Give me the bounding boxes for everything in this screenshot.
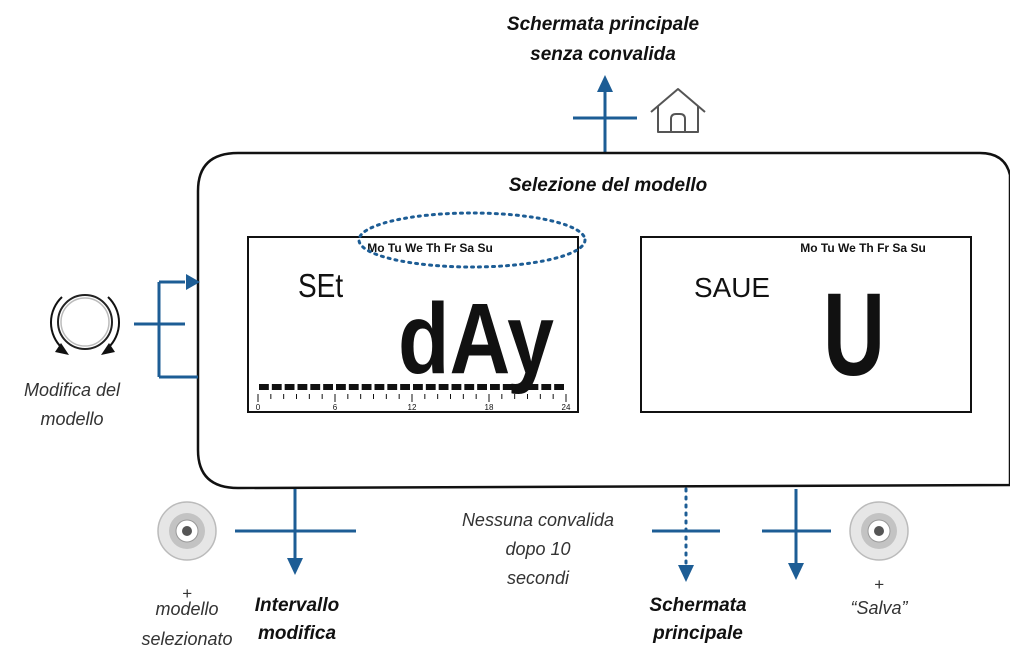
timeline-tick-label: 24 bbox=[562, 403, 571, 412]
timeline-tick-label: 12 bbox=[408, 403, 417, 412]
timeline bbox=[257, 384, 567, 402]
timeout-note-line2: dopo 10 bbox=[505, 539, 570, 559]
timeline-segment bbox=[271, 384, 282, 390]
right-big-text: U bbox=[823, 269, 885, 401]
left-small-text: SEt bbox=[298, 267, 343, 305]
rotary-knob-icon[interactable] bbox=[49, 294, 121, 355]
timeline-segment bbox=[361, 384, 372, 390]
panel-title: Selezione del modello bbox=[509, 175, 708, 196]
timeout-arrow bbox=[652, 487, 720, 582]
knob-label-line1: Modifica del bbox=[24, 380, 121, 400]
bottom-right-plus: + bbox=[874, 575, 884, 594]
timeline-tick-label: 18 bbox=[485, 403, 494, 412]
timeline-segment bbox=[348, 384, 359, 390]
right-lcd-display: Mo Tu We Th Fr Sa Su SAUE U bbox=[640, 236, 972, 413]
timeline-segment bbox=[438, 384, 449, 390]
home-icon bbox=[650, 88, 706, 133]
timeline-segment bbox=[554, 384, 564, 390]
timeline-segment bbox=[336, 384, 346, 390]
right-days: Mo Tu We Th Fr Sa Su bbox=[800, 241, 926, 255]
knob-label-line2: modello bbox=[40, 409, 103, 429]
timeline-segment bbox=[413, 384, 423, 390]
timeline-segment bbox=[502, 384, 513, 390]
timeline-segment bbox=[515, 384, 526, 390]
timeline-tick-labels: 0 6 12 18 24 bbox=[256, 403, 571, 412]
bottom-right-label: “Salva” bbox=[850, 598, 908, 618]
top-title-line2: senza convalida bbox=[530, 44, 676, 65]
timeline-tick-label: 6 bbox=[333, 403, 338, 412]
timeline-segment bbox=[464, 384, 475, 390]
bottom-left-target-line1: Intervallo bbox=[255, 595, 339, 616]
knob-arrow bbox=[134, 274, 200, 379]
bottom-left-arrow bbox=[235, 489, 356, 575]
bottom-left-label-line1: modello bbox=[155, 599, 218, 619]
bottom-middle-target-line2: principale bbox=[652, 623, 743, 644]
bottom-left-label-line2: selezionato bbox=[141, 629, 232, 649]
save-arrow bbox=[762, 489, 831, 580]
bottom-left-plus: + bbox=[182, 584, 192, 603]
timeline-segment bbox=[284, 384, 295, 390]
bottom-left-target-line2: modifica bbox=[258, 623, 337, 644]
push-button-icon-left[interactable] bbox=[157, 501, 217, 561]
bottom-middle-target-line1: Schermata bbox=[649, 595, 747, 616]
timeline-segment bbox=[297, 384, 308, 390]
top-title-line1: Schermata principale bbox=[507, 14, 700, 35]
right-small-text: SAUE bbox=[694, 272, 770, 303]
timeout-note-line1: Nessuna convalida bbox=[462, 510, 614, 530]
timeline-segment bbox=[310, 384, 321, 390]
timeline-segment bbox=[425, 384, 436, 390]
timeline-segment bbox=[374, 384, 385, 390]
timeline-segment bbox=[451, 384, 462, 390]
timeline-segment bbox=[541, 384, 552, 390]
push-button-icon-right[interactable] bbox=[849, 501, 909, 561]
left-lcd-display: Mo Tu We Th Fr Sa Su SEt dAy 0 6 12 18 24 bbox=[247, 211, 587, 413]
timeline-segment bbox=[387, 384, 398, 390]
timeline-segment bbox=[259, 384, 269, 390]
days-highlight bbox=[357, 211, 587, 269]
left-days: Mo Tu We Th Fr Sa Su bbox=[367, 241, 493, 255]
timeline-segment bbox=[490, 384, 500, 390]
timeline-segment bbox=[400, 384, 410, 390]
timeline-segment bbox=[528, 384, 539, 390]
timeline-segment bbox=[477, 384, 487, 390]
home-arrow bbox=[573, 75, 637, 153]
left-big-text: dAy bbox=[398, 283, 554, 395]
timeout-note-line3: secondi bbox=[507, 568, 570, 588]
timeline-segment bbox=[323, 384, 333, 390]
timeline-tick-label: 0 bbox=[256, 403, 261, 412]
